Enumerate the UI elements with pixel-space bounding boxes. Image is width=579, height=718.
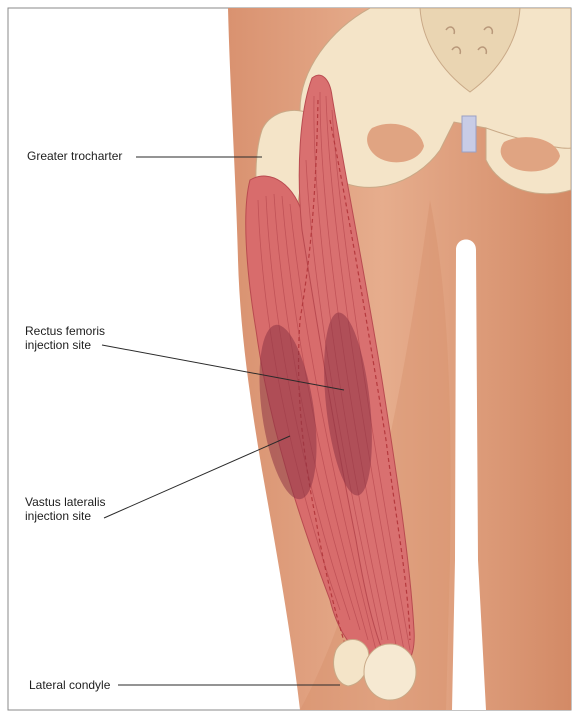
greater-trochanter-text: Greater trocharter <box>27 149 122 163</box>
vastus-lateralis-text-line2: injection site <box>25 509 105 523</box>
rectus-femoris-text-line1: Rectus femoris <box>25 324 105 338</box>
rectus-femoris-label: Rectus femoris injection site <box>25 324 105 352</box>
vastus-lateralis-text-line1: Vastus lateralis <box>25 495 105 509</box>
rectus-femoris-text-line2: injection site <box>25 338 105 352</box>
patella-bone <box>364 644 416 700</box>
lateral-condyle-text: Lateral condyle <box>29 678 110 692</box>
pubic-symphysis-disc <box>462 116 476 152</box>
vastus-lateralis-label: Vastus lateralis injection site <box>25 495 105 523</box>
lateral-condyle-label: Lateral condyle <box>29 678 110 692</box>
greater-trochanter-label: Greater trocharter <box>27 149 122 163</box>
